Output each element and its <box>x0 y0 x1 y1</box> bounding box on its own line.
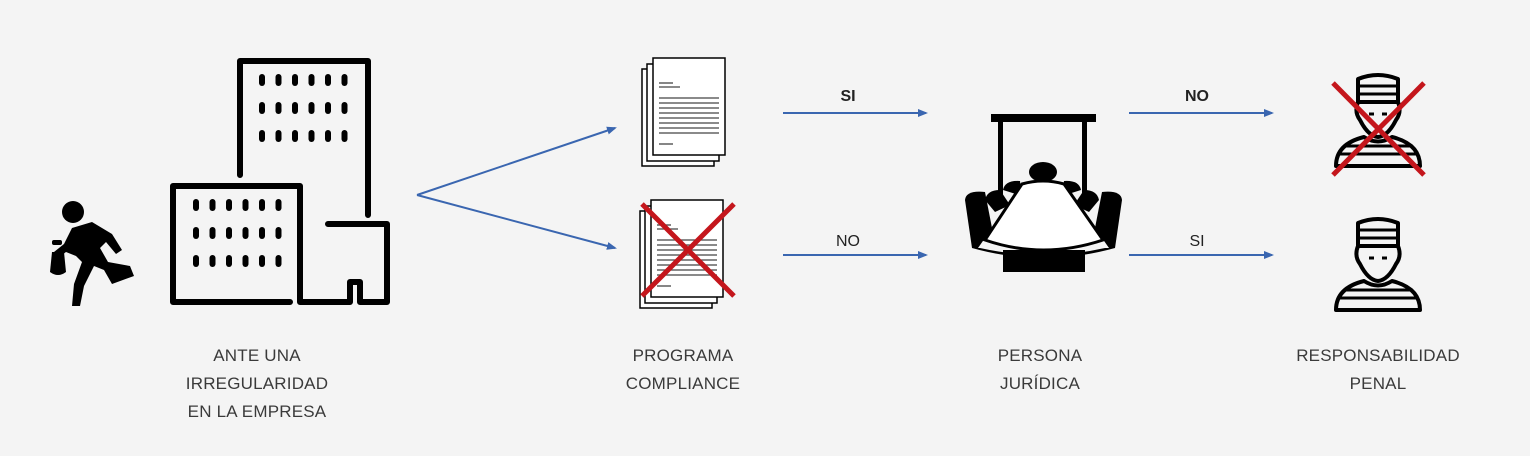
window <box>259 227 265 239</box>
cross-mark-icon <box>1331 81 1426 177</box>
label-line: PERSONA <box>997 346 1083 365</box>
window <box>259 102 265 114</box>
window <box>259 130 265 142</box>
prisoner-icon <box>1334 73 1422 168</box>
arrow-label-liability-yes: SI <box>1189 233 1205 250</box>
window <box>226 255 232 267</box>
arrow-to-compliance-yes <box>416 126 617 196</box>
window <box>275 130 282 142</box>
window <box>242 227 249 239</box>
window <box>308 102 315 114</box>
window <box>259 255 265 267</box>
window <box>308 130 315 142</box>
window <box>292 74 298 86</box>
window <box>292 102 298 114</box>
building-windows <box>193 74 348 267</box>
window <box>259 74 265 86</box>
window <box>275 102 282 114</box>
window <box>226 227 232 239</box>
window <box>325 74 331 86</box>
window <box>226 199 232 211</box>
window <box>325 102 331 114</box>
stage-label-liability: RESPONSABILIDAD PENAL <box>1278 342 1478 398</box>
arrow-label-liability-no: NO <box>1185 88 1209 105</box>
window <box>209 255 216 267</box>
stage-label-legal-entity: PERSONA JURÍDICA <box>940 342 1140 398</box>
window <box>275 255 282 267</box>
window <box>259 199 265 211</box>
window <box>242 255 249 267</box>
stage-label-irregularity: ANTE UNA IRREGULARIDAD EN LA EMPRESA <box>157 342 357 426</box>
documents-crossed-icon <box>639 199 736 309</box>
office-building-icon <box>170 58 390 305</box>
window <box>325 130 331 142</box>
arrow-label-compliance-yes: SI <box>840 88 856 105</box>
window <box>193 255 199 267</box>
label-line: PROGRAMA <box>632 346 734 365</box>
window <box>209 227 216 239</box>
cross-mark-icon <box>640 202 736 298</box>
window <box>341 130 348 142</box>
window <box>275 74 282 86</box>
window <box>275 227 282 239</box>
label-line: EN LA EMPRESA <box>187 402 327 421</box>
window <box>341 102 348 114</box>
window <box>341 74 348 86</box>
label-line: ANTE UNA <box>213 346 301 365</box>
window <box>193 199 199 211</box>
prisoner-icon <box>1334 217 1422 312</box>
boardroom-icon <box>965 114 1122 272</box>
label-line: JURÍDICA <box>1000 374 1080 393</box>
window <box>242 199 249 211</box>
label-line: COMPLIANCE <box>625 374 741 393</box>
label-line: IRREGULARIDAD <box>185 374 329 393</box>
window <box>193 227 199 239</box>
thief-running-icon <box>50 201 134 306</box>
window <box>308 74 315 86</box>
label-line: RESPONSABILIDAD <box>1296 346 1460 365</box>
stage-label-compliance: PROGRAMA COMPLIANCE <box>583 342 783 398</box>
arrow-label-compliance-no: NO <box>836 233 860 250</box>
label-line: PENAL <box>1349 374 1407 393</box>
window <box>292 130 298 142</box>
window <box>209 199 216 211</box>
documents-icon <box>641 57 726 167</box>
prisoner-crossed-icon <box>1331 73 1426 177</box>
arrow-to-compliance-no <box>416 194 617 250</box>
window <box>275 199 282 211</box>
